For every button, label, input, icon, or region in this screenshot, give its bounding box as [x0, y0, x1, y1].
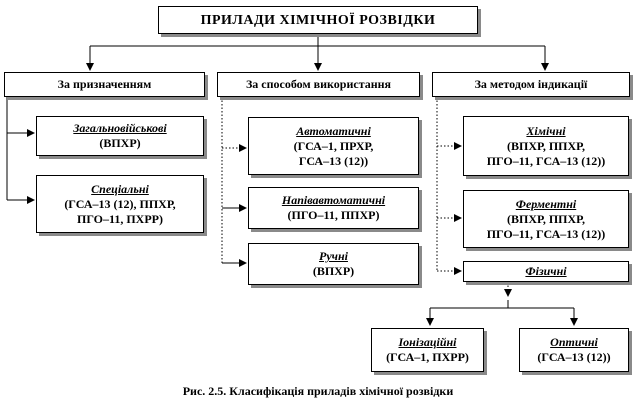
node-physical: Фізичні	[463, 261, 629, 282]
node-chemical: Хімічні (ВПХР, ППХР, ПГО–11, ГСА–13 (12)…	[463, 116, 629, 176]
node-optical: Оптичні (ГСА–13 (12))	[519, 328, 629, 372]
node-semi-automatic: Напівавтоматичні (ПГО–11, ППХР)	[248, 187, 419, 229]
node-automatic: Автоматичні (ГСА–1, ПРХР, ГСА–13 (12))	[248, 117, 419, 175]
diagram-title: ПРИЛАДИ ХІМІЧНОЇ РОЗВІДКИ	[158, 6, 478, 34]
node-manual: Ручні (ВПХР)	[248, 243, 419, 285]
node-enzymatic: Ферментні (ВПХР, ППХР, ПГО–11, ГСА–13 (1…	[463, 190, 629, 248]
figure-caption: Рис. 2.5. Класифікація приладів хімічної…	[182, 384, 454, 398]
node-general-military: Загальновійськові (ВПХР)	[36, 116, 204, 156]
category-header-purpose: За призначенням	[4, 72, 205, 97]
diagram-title-text: ПРИЛАДИ ХІМІЧНОЇ РОЗВІДКИ	[200, 12, 436, 28]
node-special: Спеціальні (ГСА–13 (12), ППХР, ПГО–11, П…	[36, 175, 204, 233]
category-header-indication: За методом індикації	[432, 72, 630, 97]
category-header-usage: За способом використання	[217, 72, 420, 97]
node-ionization: Іонізаційні (ГСА–1, ПХРР)	[371, 328, 484, 372]
